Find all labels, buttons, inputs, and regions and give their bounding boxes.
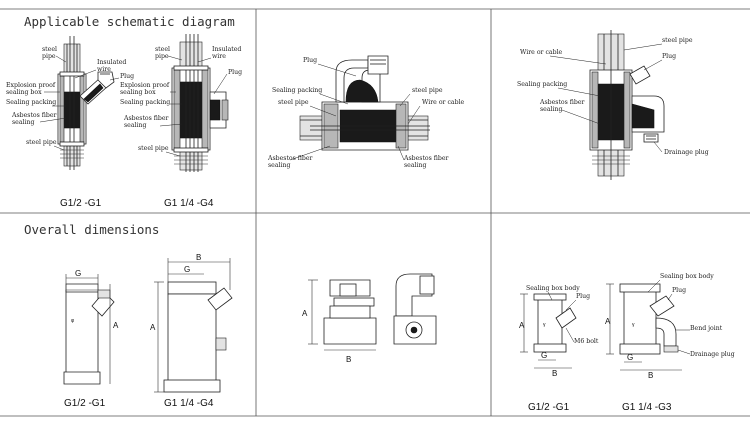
svg-text:Insulated: Insulated bbox=[212, 46, 241, 53]
svg-text:steel: steel bbox=[155, 46, 170, 53]
svg-text:Sealing box body: Sealing box body bbox=[660, 273, 714, 280]
dimension-sealing-small: γ A G B Sealing box body Plug M6 bolt bbox=[519, 285, 599, 378]
svg-text:Asbestos fiber: Asbestos fiber bbox=[403, 155, 449, 162]
svg-text:sealing: sealing bbox=[540, 106, 562, 113]
svg-text:sealing box: sealing box bbox=[120, 89, 156, 96]
schematic-panel-3: Wire or cable steel pipe Plug Sealing pa… bbox=[517, 30, 709, 180]
schematic-labels-small: steel pipe Insulated wire Plug Explosion… bbox=[6, 46, 134, 151]
svg-text:M6 bolt: M6 bolt bbox=[574, 338, 599, 345]
schematic-panel-1: steel pipe Insulated wire Plug Explosion… bbox=[6, 34, 242, 209]
svg-text:Asbestos fiber: Asbestos fiber bbox=[539, 99, 585, 106]
svg-text:sealing: sealing bbox=[404, 162, 426, 169]
dimension-fitting-small: φ G A bbox=[63, 269, 119, 385]
svg-text:steel pipe: steel pipe bbox=[278, 99, 309, 106]
dimensions-caption-p3-large: G1 1/4 -G3 bbox=[622, 402, 672, 413]
svg-text:Asbestos fiber: Asbestos fiber bbox=[11, 112, 57, 119]
svg-text:Plug: Plug bbox=[120, 73, 134, 80]
dimensions-panel-2: A B bbox=[302, 273, 437, 364]
dimension-sealing-large: γ A G B Sealing box body Plug Bend joint… bbox=[605, 273, 735, 380]
svg-text:sealing: sealing bbox=[268, 162, 290, 169]
svg-text:B: B bbox=[552, 369, 557, 378]
svg-text:steel: steel bbox=[42, 46, 57, 53]
svg-text:G: G bbox=[627, 353, 633, 362]
svg-text:Drainage plug: Drainage plug bbox=[690, 351, 735, 358]
svg-text:wire: wire bbox=[97, 66, 111, 73]
svg-text:γ: γ bbox=[543, 322, 546, 328]
dimensions-caption-p3-small: G1/2 -G1 bbox=[528, 402, 570, 413]
svg-text:pipe: pipe bbox=[42, 53, 56, 60]
dimension-fitting-large: B G A bbox=[150, 253, 233, 393]
schematic-heading: Applicable schematic diagram bbox=[24, 14, 235, 29]
svg-text:Sealing packing: Sealing packing bbox=[120, 99, 170, 106]
svg-text:Explosion proof: Explosion proof bbox=[6, 82, 56, 89]
dimensions-panel-3: γ A G B Sealing box body Plug M6 bolt γ bbox=[519, 273, 735, 413]
svg-text:A: A bbox=[150, 323, 156, 332]
svg-text:A: A bbox=[519, 321, 525, 330]
svg-text:G: G bbox=[75, 269, 81, 278]
svg-text:sealing: sealing bbox=[124, 122, 146, 129]
svg-text:Wire or cable: Wire or cable bbox=[520, 49, 563, 56]
dimensions-caption-small: G1/2 -G1 bbox=[64, 398, 106, 409]
svg-text:Plug: Plug bbox=[228, 69, 242, 76]
schematic-panel-3-labels: Wire or cable steel pipe Plug Sealing pa… bbox=[517, 37, 709, 156]
svg-text:Asbestos fiber: Asbestos fiber bbox=[267, 155, 313, 162]
svg-text:G: G bbox=[184, 265, 190, 274]
dimensions-caption-large: G1 1/4 -G4 bbox=[164, 398, 214, 409]
schematic-fitting-small bbox=[57, 36, 115, 170]
svg-text:B: B bbox=[346, 355, 351, 364]
svg-text:G: G bbox=[541, 351, 547, 360]
svg-text:A: A bbox=[302, 309, 308, 318]
schematic-caption-large: G1 1/4 -G4 bbox=[164, 198, 214, 209]
svg-text:steel pipe: steel pipe bbox=[26, 139, 57, 146]
svg-text:Insulated: Insulated bbox=[97, 59, 126, 66]
svg-text:B: B bbox=[196, 253, 201, 262]
svg-text:Plug: Plug bbox=[303, 57, 317, 64]
svg-text:Sealing box body: Sealing box body bbox=[526, 285, 580, 292]
svg-text:pipe: pipe bbox=[155, 53, 169, 60]
svg-text:Plug: Plug bbox=[576, 293, 590, 300]
svg-text:Bend joint: Bend joint bbox=[690, 325, 723, 332]
svg-text:Sealing packing: Sealing packing bbox=[272, 87, 322, 94]
svg-text:Asbestos fiber: Asbestos fiber bbox=[123, 115, 169, 122]
svg-text:Plug: Plug bbox=[672, 287, 686, 294]
schematic-caption-small: G1/2 -G1 bbox=[60, 198, 102, 209]
svg-text:wire: wire bbox=[212, 53, 226, 60]
svg-text:Sealing packing: Sealing packing bbox=[517, 81, 567, 88]
svg-text:sealing: sealing bbox=[12, 119, 34, 126]
svg-text:A: A bbox=[605, 317, 611, 326]
schematic-labels-large: steel pipe Insulated wire Plug Explosion… bbox=[120, 46, 242, 157]
schematic-fitting-large bbox=[171, 34, 229, 172]
svg-text:sealing box: sealing box bbox=[6, 89, 42, 96]
svg-text:φ: φ bbox=[71, 318, 75, 324]
dimensions-heading: Overall dimensions bbox=[24, 222, 159, 237]
svg-text:steel pipe: steel pipe bbox=[138, 145, 169, 152]
svg-text:steel pipe: steel pipe bbox=[662, 37, 693, 44]
svg-text:Plug: Plug bbox=[662, 53, 676, 60]
svg-text:B: B bbox=[648, 371, 653, 380]
svg-text:Explosion proof: Explosion proof bbox=[120, 82, 170, 89]
svg-text:Sealing packing: Sealing packing bbox=[6, 99, 56, 106]
svg-text:Drainage plug: Drainage plug bbox=[664, 149, 709, 156]
svg-text:Wire or cable: Wire or cable bbox=[422, 99, 465, 106]
schematic-panel-2: Plug Sealing packing steel pipe steel pi… bbox=[267, 55, 465, 169]
svg-text:γ: γ bbox=[632, 322, 635, 328]
panel-grid bbox=[0, 8, 750, 417]
schematic-panel-2-labels: Plug Sealing packing steel pipe steel pi… bbox=[267, 57, 465, 169]
svg-text:steel pipe: steel pipe bbox=[412, 87, 443, 94]
svg-text:A: A bbox=[113, 321, 119, 330]
dimensions-panel-1: φ G A B G A G1/2 -G1 bbox=[63, 253, 233, 409]
